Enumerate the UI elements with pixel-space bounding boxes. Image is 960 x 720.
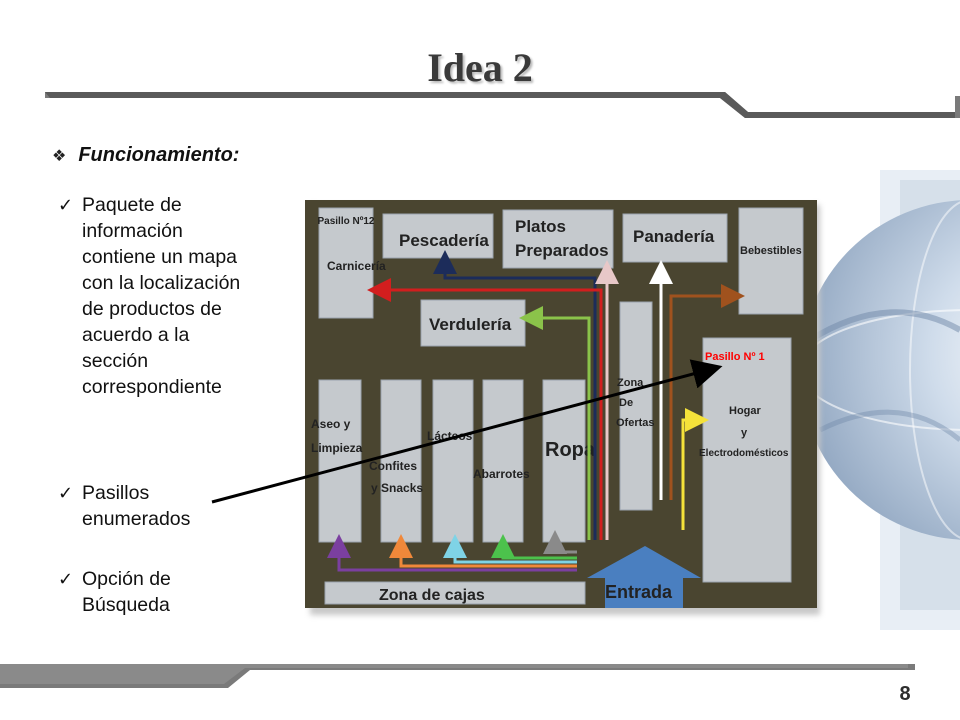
heading-text: Funcionamiento:: [78, 144, 240, 166]
bullet-item-3: ✓ Opción de Búsqueda: [58, 566, 258, 622]
label-y: y: [741, 427, 748, 439]
label-hogar: Hogar: [729, 405, 762, 417]
check-icon: ✓: [58, 569, 74, 589]
box-zona-cajas: [324, 581, 586, 605]
label-ofertas: Ofertas: [616, 417, 655, 429]
label-abarrotes: Abarrotes: [473, 467, 530, 481]
entrada-arrow: [587, 546, 701, 608]
box-lacteos: [432, 379, 474, 543]
bullet-text: Paquete de información contiene un mapa …: [82, 194, 241, 398]
box-aseo: [318, 379, 362, 543]
label-verduleria: Verdulería: [429, 315, 512, 334]
label-pescaderia: Pescadería: [399, 231, 489, 250]
label-preparados: Preparados: [515, 241, 609, 260]
label-bebestibles: Bebestibles: [740, 245, 802, 257]
box-hogar: [702, 337, 792, 583]
bullet-item-1: ✓ Paquete de información contiene un map…: [58, 192, 258, 452]
bullet-text: Opción de Búsqueda: [82, 568, 171, 616]
bottom-decorative-bar: [0, 664, 915, 688]
check-icon: ✓: [58, 483, 74, 503]
box-platos-preparados: [502, 209, 614, 269]
label-y-snacks: y Snacks: [371, 481, 423, 495]
globe-decoration: [799, 170, 960, 630]
route-aseo: [327, 534, 577, 572]
top-decorative-bar: [45, 92, 960, 118]
label-zona: Zona: [617, 377, 644, 389]
box-verduleria: [420, 299, 526, 347]
section-heading: ❖ Funcionamiento:: [52, 144, 239, 167]
label-de: De: [619, 397, 633, 409]
label-limpieza: Limpieza: [311, 441, 363, 455]
page-number: 8: [899, 683, 911, 705]
label-lacteos: Lácteos: [427, 429, 473, 443]
label-electrodomesticos: Electrodomésticos: [699, 448, 789, 459]
box-panaderia: [622, 213, 728, 263]
route-confites: [389, 534, 577, 568]
box-bebestibles: [738, 207, 804, 315]
label-carniceria: Carnicería: [327, 259, 386, 273]
route-lacteos: [443, 534, 577, 564]
label-panaderia: Panadería: [633, 227, 715, 246]
slide-title: Idea 2: [427, 45, 533, 90]
route-ropa: [543, 530, 577, 554]
check-icon: ✓: [58, 195, 74, 215]
box-carniceria: [318, 207, 374, 319]
store-map: Pasillo Nº12 Carnicería Pescadería Plato…: [305, 200, 817, 608]
label-zona-cajas: Zona de cajas: [379, 587, 485, 604]
bullet-item-2: ✓ Pasillos enumerados: [58, 480, 258, 536]
label-platos: Platos: [515, 217, 566, 236]
box-ropa: [542, 379, 586, 543]
label-pasillo-1: Pasillo Nº 1: [705, 351, 765, 363]
box-abarrotes: [482, 379, 524, 543]
label-pasillo-12: Pasillo Nº12: [317, 216, 374, 227]
label-confites: Confites: [369, 459, 417, 473]
route-abarrotes: [491, 534, 577, 560]
label-entrada: Entrada: [605, 582, 673, 602]
label-aseo-y: Aseo y: [311, 417, 351, 431]
diamond-bullet-icon: ❖: [52, 147, 67, 165]
bullet-text: Pasillos enumerados: [82, 482, 191, 530]
